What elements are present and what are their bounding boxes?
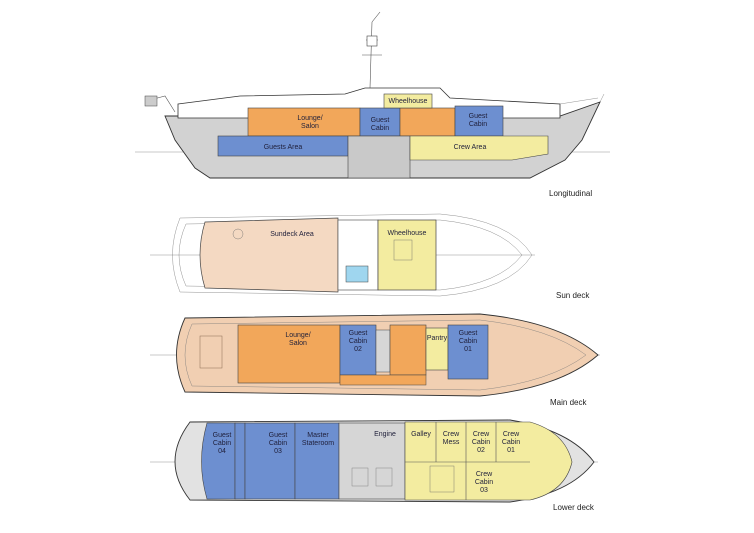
main-deck-view-label: Main deck — [550, 398, 587, 407]
lower-engine-label: Engine — [374, 431, 396, 438]
lower-crew-zone — [404, 421, 573, 501]
main-guest-cabin-02-room — [339, 324, 377, 376]
main-aft-table — [199, 335, 223, 369]
long-crew-area-label: Crew Area — [454, 144, 487, 151]
lower-engine-port — [351, 467, 369, 487]
sun-jacuzzi — [345, 265, 369, 283]
long-guests-area-label: Guests Area — [264, 144, 303, 151]
lower-crew-bath — [429, 465, 455, 493]
main-side-passage — [339, 374, 427, 386]
sun-hull-inner — [178, 219, 523, 291]
lower-cabin-04-bath — [234, 422, 246, 500]
main-corridor-room — [389, 324, 427, 376]
longitudinal-view-label: Longitudinal — [549, 189, 592, 198]
lower-galley-label: Galley — [411, 431, 431, 438]
sun-hull-outline — [172, 213, 533, 297]
sun-deck-view-label: Sun deck — [556, 291, 590, 300]
lower-engine-stbd — [375, 467, 393, 487]
long-lounge-label: Lounge/Salon — [297, 115, 322, 130]
lower-guest-cabin-04-room — [201, 422, 236, 500]
main-guest-cabin-01-room — [447, 324, 489, 380]
lower-master-room — [294, 422, 340, 500]
sun-spiral-stair — [232, 228, 244, 240]
main-hull-inner — [184, 319, 587, 391]
lower-deck-view-label: Lower deck — [553, 503, 595, 512]
stern-flag — [144, 95, 158, 107]
lower-engine-room — [338, 422, 406, 500]
sun-helm-console — [393, 239, 413, 261]
sun-wheelhouse-label: Wheelhouse — [388, 230, 427, 237]
long-wheelhouse-label: Wheelhouse — [389, 98, 428, 105]
long-wheelhouse-room — [383, 93, 433, 109]
long-lounge-room — [247, 107, 361, 137]
radar-dome — [366, 35, 378, 47]
sun-sundeck-area-label: Sundeck Area — [270, 231, 314, 238]
bow-rail — [559, 93, 605, 105]
main-stair-room — [375, 329, 391, 373]
main-pantry-label: Pantry — [427, 335, 448, 342]
long-crew-area-room — [409, 135, 549, 161]
main-lounge-room — [237, 324, 341, 384]
mast — [362, 11, 382, 89]
long-cabin-orange-room — [399, 107, 456, 137]
main-lounge-label: Lounge/Salon — [285, 332, 310, 347]
sun-sundeck-area — [199, 217, 339, 293]
long-engine-room — [347, 135, 411, 179]
sun-deck-view: Sundeck Area Wheelhouse Sun deck — [150, 213, 590, 300]
sun-wheelhouse-room — [377, 219, 437, 291]
